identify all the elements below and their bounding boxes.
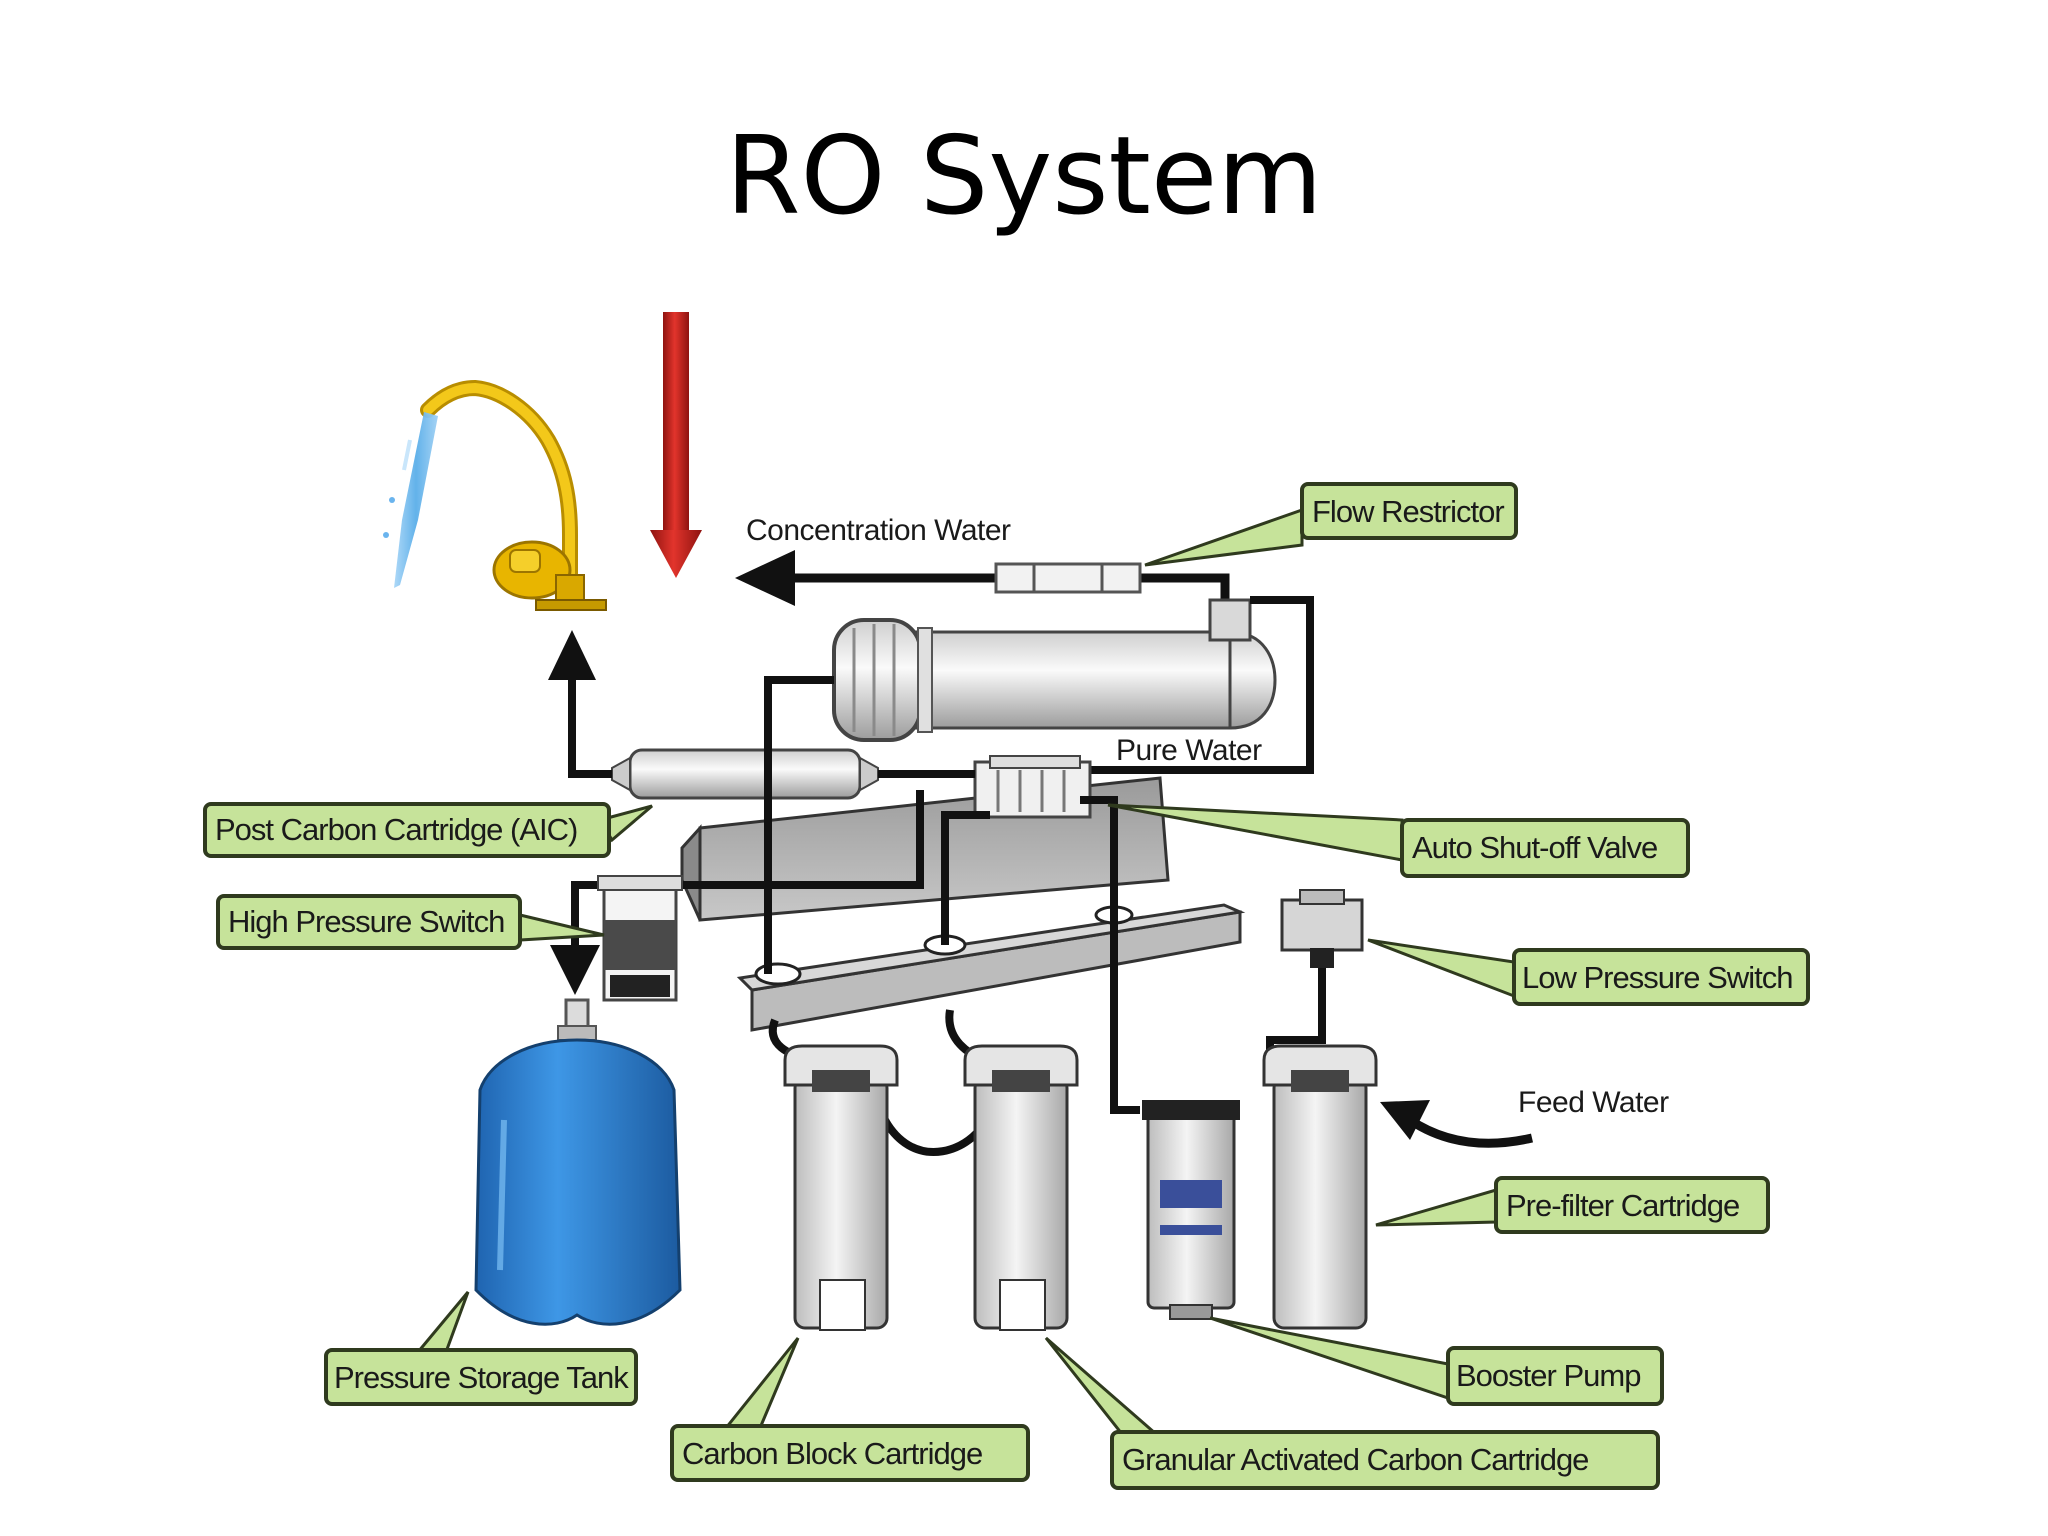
callout-carbon-block: Carbon Block Cartridge xyxy=(670,1337,1030,1482)
callout-auto-shutoff: Auto Shut-off Valve xyxy=(1107,803,1690,878)
callout-gac-label: Granular Activated Carbon Cartridge xyxy=(1122,1442,1588,1477)
callout-gac: Granular Activated Carbon Cartridge xyxy=(1044,1336,1660,1490)
callout-booster-pump-label: Booster Pump xyxy=(1456,1358,1640,1393)
faucet-icon xyxy=(420,379,607,611)
low-pressure-switch-part xyxy=(1280,889,1364,968)
callout-pre-filter-label: Pre-filter Cartridge xyxy=(1506,1188,1739,1223)
callout-post-carbon-label: Post Carbon Cartridge (AIC) xyxy=(215,812,577,847)
carbon-block-canister xyxy=(783,1044,899,1331)
callout-auto-shutoff-label: Auto Shut-off Valve xyxy=(1412,830,1657,865)
auto-shutoff-valve-part xyxy=(973,755,1092,819)
feed-water-arrow xyxy=(1380,1100,1534,1148)
post-carbon-cartridge-part xyxy=(611,748,879,800)
callout-booster-pump: Booster Pump xyxy=(1209,1316,1664,1406)
down-arrow-icon xyxy=(650,312,702,578)
callout-flow-restrictor: Flow Restrictor xyxy=(1144,482,1518,567)
gac-canister xyxy=(963,1044,1079,1331)
concentration-water-line xyxy=(735,550,1230,606)
concentration-water-label: Concentration Water xyxy=(746,514,1011,547)
high-pressure-switch-part xyxy=(597,875,683,1002)
callout-pressure-tank-label: Pressure Storage Tank xyxy=(334,1360,629,1395)
callout-pressure-tank: Pressure Storage Tank xyxy=(324,1291,638,1406)
water-stream xyxy=(383,412,438,588)
flow-restrictor-part xyxy=(994,562,1142,594)
callout-pre-filter: Pre-filter Cartridge xyxy=(1375,1176,1770,1234)
pressure-tank-icon xyxy=(474,998,682,1326)
slide-title: RO System xyxy=(725,114,1323,239)
feed-water-label: Feed Water xyxy=(1518,1086,1669,1119)
callout-carbon-block-label: Carbon Block Cartridge xyxy=(682,1436,982,1471)
callout-low-pressure-label: Low Pressure Switch xyxy=(1522,960,1792,995)
ro-membrane-housing xyxy=(832,598,1277,742)
booster-pump-icon xyxy=(1142,1100,1240,1320)
pre-filter-canister xyxy=(1262,1044,1378,1330)
callout-low-pressure: Low Pressure Switch xyxy=(1367,938,1810,1006)
callout-high-pressure-label: High Pressure Switch xyxy=(228,904,504,939)
callout-post-carbon: Post Carbon Cartridge (AIC) xyxy=(203,802,653,858)
callout-high-pressure: High Pressure Switch xyxy=(216,894,605,950)
pure-water-label: Pure Water xyxy=(1116,734,1262,767)
callout-flow-restrictor-label: Flow Restrictor xyxy=(1312,494,1504,529)
